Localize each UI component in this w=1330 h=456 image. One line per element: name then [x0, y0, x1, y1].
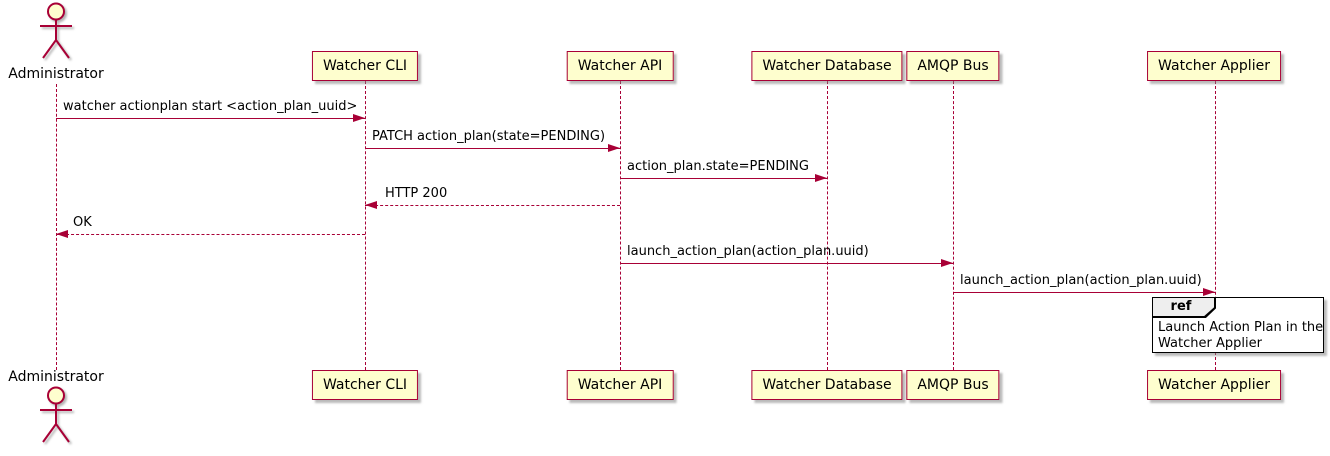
ref-text-line-1: Launch Action Plan in the [1158, 320, 1324, 335]
message-line [56, 234, 365, 235]
participant-box-watcher-api-bottom: Watcher API [566, 370, 674, 400]
message-state-pending: action_plan.state=PENDING [620, 158, 827, 184]
lifeline-watcher-api [620, 81, 621, 370]
actor-label-top: Administrator [8, 66, 104, 82]
participant-box-amqp-bus-bottom: AMQP Bus [906, 370, 1000, 400]
lifeline-watcher-cli [365, 81, 366, 370]
participant-box-amqp-bus-top: AMQP Bus [906, 51, 1000, 81]
message-patch-action-plan: PATCH action_plan(state=PENDING) [365, 128, 620, 154]
arrowhead-right-icon [815, 173, 827, 182]
ref-keyword: ref [1170, 299, 1192, 314]
message-launch-action-plan-applier: launch_action_plan(action_plan.uuid) [953, 272, 1215, 298]
participant-box-watcher-database-top: Watcher Database [751, 51, 903, 81]
participant-box-watcher-api-top: Watcher API [566, 51, 674, 81]
actor-label-bottom: Administrator [8, 369, 104, 385]
message-label: OK [73, 215, 92, 230]
lifeline-administrator [56, 84, 57, 370]
message-http-200: HTTP 200 [365, 185, 620, 211]
actor-icon [37, 2, 75, 68]
lifeline-watcher-applier [1215, 81, 1216, 370]
message-start-actionplan: watcher actionplan start <action_plan_uu… [56, 98, 365, 124]
message-label: launch_action_plan(action_plan.uuid) [960, 273, 1202, 288]
lifeline-watcher-database [827, 81, 828, 370]
message-line [620, 263, 953, 264]
message-line [365, 148, 620, 149]
ref-fragment: ref Launch Action Plan in the Watcher Ap… [1152, 297, 1324, 353]
arrowhead-right-icon [608, 143, 620, 152]
lifeline-amqp-bus [953, 81, 954, 370]
arrowhead-right-icon [1203, 287, 1215, 296]
message-label: PATCH action_plan(state=PENDING) [372, 129, 606, 144]
arrowhead-right-icon [941, 258, 953, 267]
participant-box-watcher-database-bottom: Watcher Database [751, 370, 903, 400]
participant-box-watcher-cli-bottom: Watcher CLI [311, 370, 419, 400]
ref-text-line-2: Watcher Applier [1158, 336, 1262, 351]
message-line [620, 178, 827, 179]
arrowhead-left-icon [56, 229, 68, 238]
message-ok: OK [56, 214, 365, 240]
message-label: HTTP 200 [385, 186, 448, 201]
arrowhead-left-icon [365, 200, 377, 209]
message-line [953, 292, 1215, 293]
message-label: action_plan.state=PENDING [627, 159, 809, 174]
message-launch-action-plan-amqp: launch_action_plan(action_plan.uuid) [620, 243, 953, 269]
participant-box-watcher-cli-top: Watcher CLI [311, 51, 419, 81]
actor-icon [37, 386, 75, 452]
arrowhead-right-icon [353, 113, 365, 122]
participant-box-watcher-applier-top: Watcher Applier [1147, 51, 1281, 81]
participant-box-watcher-applier-bottom: Watcher Applier [1147, 370, 1281, 400]
message-line [365, 205, 620, 206]
message-label: watcher actionplan start <action_plan_uu… [63, 99, 358, 114]
ref-tab [1153, 298, 1214, 316]
message-line [56, 118, 365, 119]
message-label: launch_action_plan(action_plan.uuid) [627, 244, 869, 259]
